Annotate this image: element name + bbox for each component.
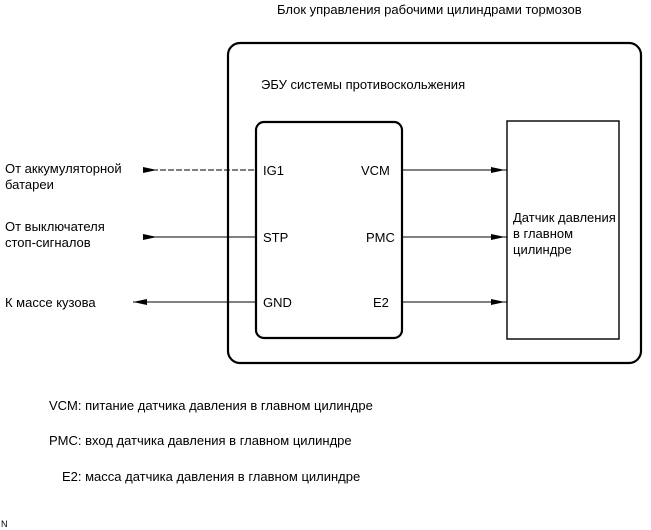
arrow-stop xyxy=(143,234,157,240)
arrow-battery xyxy=(143,167,157,173)
arrow-e2 xyxy=(491,299,505,305)
pin-stp: STP xyxy=(263,230,289,245)
pin-e2: E2 xyxy=(373,295,389,310)
ecu-label: ЭБУ системы противоскольжения xyxy=(261,77,466,92)
legend-pmc: PMC: вход датчика давления в главном цил… xyxy=(49,433,352,448)
legend-e2: E2: масса датчика давления в главном цил… xyxy=(62,469,361,484)
pin-pmc: PMC xyxy=(366,230,395,245)
corner-mark: N xyxy=(1,519,8,529)
sensor-label: Датчик давления в главном цилиндре xyxy=(513,210,616,257)
arrow-pmc xyxy=(491,234,505,240)
ground-label: К массе кузова xyxy=(5,295,96,310)
actuator-module-frame xyxy=(226,41,643,365)
legend-vcm: VCM: питание датчика давления в главном … xyxy=(49,398,373,413)
pressure-sensor-box xyxy=(506,120,620,340)
arrow-vcm xyxy=(491,167,505,173)
input-battery-label: От аккумуляторной батареи xyxy=(5,161,122,192)
arrow-ground xyxy=(133,299,147,305)
ecu-box xyxy=(254,120,404,340)
pin-ig1: IG1 xyxy=(263,163,284,178)
input-stop-switch-label: От выключателя стоп-сигналов xyxy=(5,219,105,250)
diagram-title: Блок управления рабочими цилиндрами торм… xyxy=(277,2,582,17)
pin-vcm: VCM xyxy=(361,163,390,178)
pin-gnd: GND xyxy=(263,295,292,310)
